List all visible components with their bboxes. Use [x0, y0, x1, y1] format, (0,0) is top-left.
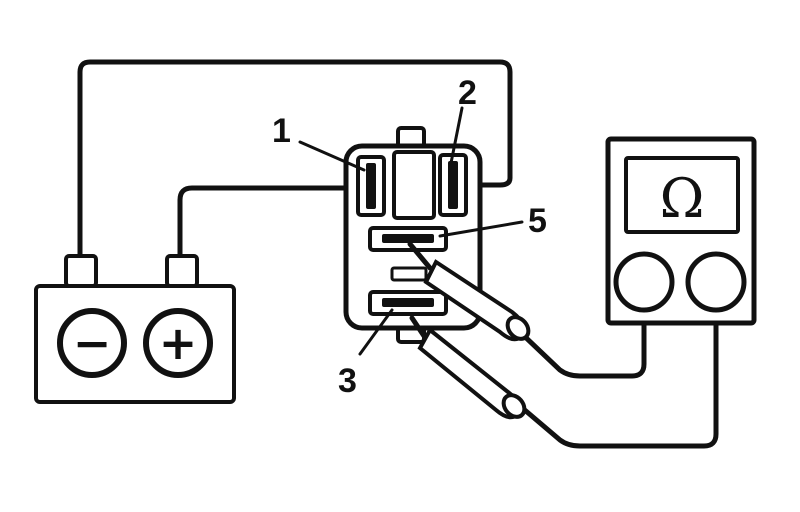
test-lead-upper [407, 241, 647, 379]
battery: − + [34, 254, 236, 404]
test-probe-upper-cap [505, 315, 531, 341]
leader-terminal-2 [448, 106, 464, 170]
terminal-2-pin [448, 161, 458, 209]
wire-negative-to-terminal-2 [77, 59, 513, 261]
terminal-3-pin [382, 298, 434, 307]
ohmmeter-jack-right [685, 251, 747, 313]
battery-positive-symbol: + [159, 316, 198, 370]
test-probe-lower-tip [409, 315, 427, 339]
battery-negative-symbol: − [73, 316, 112, 370]
relay [343, 126, 483, 344]
terminal-1-pin [366, 163, 376, 209]
battery-positive-terminal-circle [143, 308, 213, 378]
battery-negative-post [64, 254, 98, 288]
battery-negative-terminal-circle [57, 308, 127, 378]
label-terminal-5: 5 [528, 202, 547, 240]
test-probe-lower-cap [501, 393, 527, 419]
label-terminal-3: 3 [338, 362, 357, 400]
ohmmeter-display [624, 156, 740, 234]
wire-positive-to-terminal-1 [177, 185, 371, 261]
ohm-symbol: Ω [660, 167, 705, 230]
test-probe-upper-tip [407, 241, 433, 271]
label-terminal-2: 2 [458, 74, 477, 112]
leader-terminal-3 [358, 308, 394, 356]
ohmmeter: Ω [605, 136, 757, 326]
ohmmeter-jack-left [613, 251, 675, 313]
battery-positive-post [165, 254, 199, 288]
test-lead-lower [409, 297, 719, 449]
leader-terminal-1 [298, 140, 366, 172]
test-lead-lower-wire [517, 297, 719, 449]
leader-terminal-5 [438, 220, 524, 238]
terminal-5-pin [382, 234, 434, 243]
label-terminal-1: 1 [272, 112, 291, 150]
relay-coil-housing [392, 150, 436, 220]
test-lead-upper-wire [517, 297, 647, 379]
relay-middle-slot [390, 266, 428, 282]
